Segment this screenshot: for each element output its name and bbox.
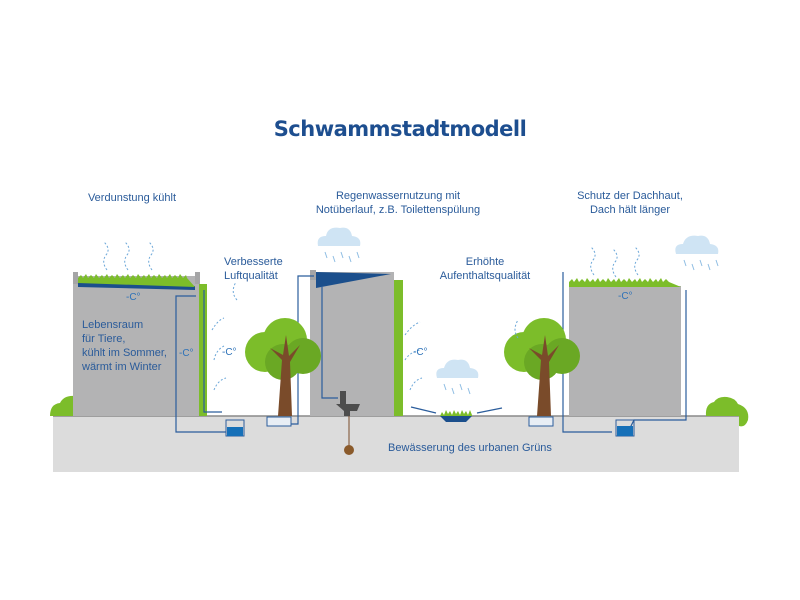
- ground: [53, 416, 739, 472]
- temp-street-left: -C°: [222, 347, 237, 358]
- building-right: [569, 278, 681, 416]
- rain: [324, 251, 719, 395]
- rainwater-tank-roof: [316, 272, 391, 288]
- gravel-trench-right: [528, 416, 554, 427]
- cistern-right: [615, 419, 635, 437]
- temp-street-middle: -C°: [413, 347, 428, 358]
- bush-right: [705, 396, 749, 427]
- cloud-swale: [436, 359, 479, 378]
- cloud-right: [675, 235, 719, 254]
- building-middle: [310, 270, 403, 455]
- temp-roof-right: -C°: [618, 291, 633, 302]
- green-roof-right: [569, 278, 681, 287]
- cistern-left: [225, 419, 245, 437]
- building-left: [73, 272, 207, 416]
- temp-roof-left: -C°: [126, 292, 141, 303]
- label-evaporation: Verdunstung kühlt: [87, 192, 177, 204]
- green-wall-middle: [394, 280, 403, 416]
- gravel-trench-left: [266, 416, 292, 427]
- diagram-title: Schwammstadtmodell: [273, 117, 527, 141]
- pipes: [175, 272, 687, 433]
- tree-left: [245, 318, 321, 416]
- toilet-icon: [336, 391, 360, 416]
- green-roof-left: [78, 274, 195, 287]
- soakaway-ball: [344, 445, 354, 455]
- evaporation-waves: [103, 241, 640, 391]
- swale: [410, 406, 503, 422]
- label-roof-protection: Schutz der Dachhaut,Dach hält länger: [577, 190, 683, 216]
- tree-right: [504, 318, 580, 416]
- label-irrigation: Bewässerung des urbanen Grüns: [388, 442, 552, 454]
- cloud-middle-building: [317, 227, 361, 246]
- temp-wall-left: -C°: [179, 348, 194, 359]
- green-wall-left: [199, 284, 207, 416]
